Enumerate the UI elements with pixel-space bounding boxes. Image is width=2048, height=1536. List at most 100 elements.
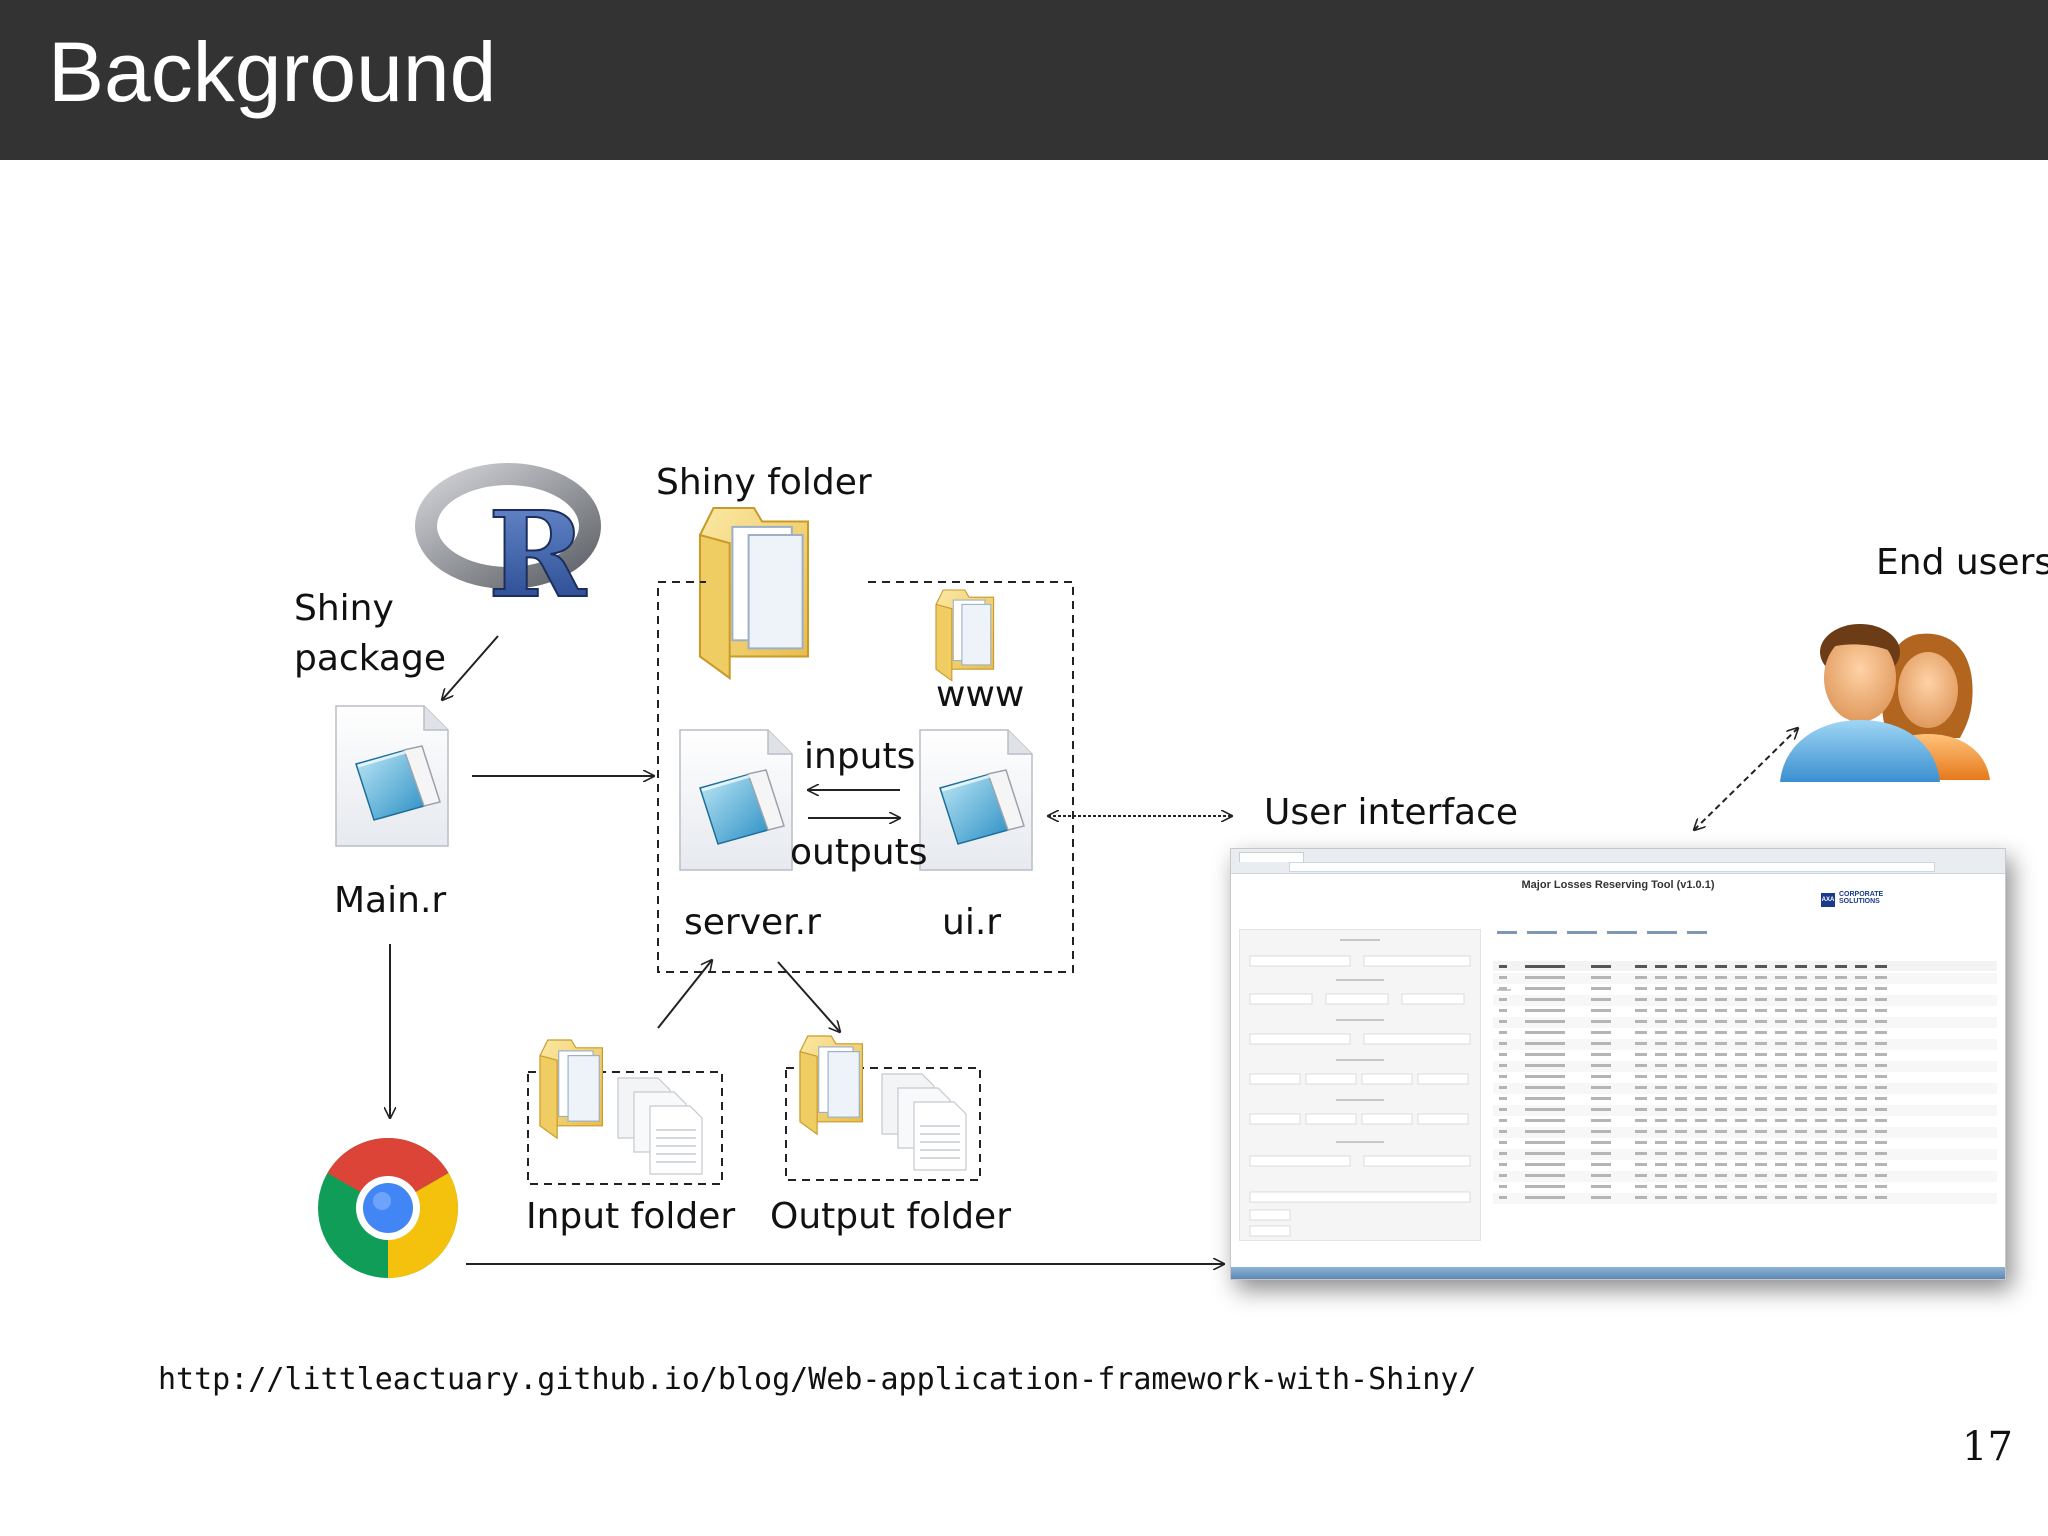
table-cell [1755, 965, 1767, 968]
table-cell [1525, 1185, 1565, 1188]
table-cell [1835, 1185, 1847, 1188]
table-cell [1635, 1064, 1647, 1067]
table-cell [1675, 1141, 1687, 1144]
table-cell [1875, 1075, 1887, 1078]
table-cell [1815, 1064, 1827, 1067]
table-cell [1835, 1042, 1847, 1045]
table-cell [1875, 1031, 1887, 1034]
table-cell [1855, 998, 1867, 1001]
table-cell [1815, 1097, 1827, 1100]
table-cell [1775, 1185, 1787, 1188]
page-number: 17 [1962, 1424, 2013, 1470]
table-cell [1635, 965, 1647, 968]
table-cell [1655, 1086, 1667, 1089]
table-cell [1875, 1141, 1887, 1144]
table-cell [1835, 1163, 1847, 1166]
table-cell [1855, 1064, 1867, 1067]
table-cell [1775, 1119, 1787, 1122]
table-cell [1755, 1042, 1767, 1045]
table-cell [1591, 1053, 1611, 1056]
table-cell [1775, 987, 1787, 990]
table-cell [1525, 1042, 1565, 1045]
table-cell [1735, 1196, 1747, 1199]
table-cell [1655, 976, 1667, 979]
table-cell [1715, 1031, 1727, 1034]
table-cell [1855, 1141, 1867, 1144]
table-cell [1735, 1152, 1747, 1155]
table-cell [1815, 1108, 1827, 1111]
table-cell [1655, 1009, 1667, 1012]
table-cell [1775, 1152, 1787, 1155]
table-cell [1855, 1196, 1867, 1199]
table-cell [1775, 1141, 1787, 1144]
table-cell [1815, 1185, 1827, 1188]
table-cell [1775, 1020, 1787, 1023]
table-cell [1715, 1174, 1727, 1177]
table-cell [1715, 1042, 1727, 1045]
table-cell [1735, 1031, 1747, 1034]
table-cell [1855, 1042, 1867, 1045]
label-ui-r: ui.r [942, 902, 1002, 943]
table-cell [1591, 1020, 1611, 1023]
table-cell [1525, 1075, 1565, 1078]
app-screenshot: Major Losses Reserving Tool (v1.0.1) AXA… [1230, 848, 2006, 1280]
table-cell [1499, 1064, 1507, 1067]
table-cell [1675, 1053, 1687, 1056]
table-cell [1695, 1053, 1707, 1056]
table-placeholder [1493, 931, 1997, 1204]
table-cell [1591, 1086, 1611, 1089]
table-cell [1695, 976, 1707, 979]
table-cell [1795, 1097, 1807, 1100]
table-cell [1855, 965, 1867, 968]
table-cell [1735, 1009, 1747, 1012]
table-cell [1795, 1130, 1807, 1133]
table-cell [1715, 1152, 1727, 1155]
table-cell [1499, 1152, 1507, 1155]
table-cell [1715, 1097, 1727, 1100]
table-cell [1525, 987, 1565, 990]
r-logo-icon: R [415, 463, 601, 625]
table-cell [1499, 1097, 1507, 1100]
ui-r-file-icon [918, 728, 1034, 872]
table-cell [1835, 1108, 1847, 1111]
table-cell [1499, 1141, 1507, 1144]
table-cell [1855, 1053, 1867, 1056]
table-cell [1525, 1020, 1565, 1023]
table-cell [1795, 1064, 1807, 1067]
table-cell [1525, 1108, 1565, 1111]
table-cell [1695, 987, 1707, 990]
table-cell [1675, 1075, 1687, 1078]
table-cell [1875, 1119, 1887, 1122]
table-cell [1875, 1163, 1887, 1166]
table-cell [1795, 1031, 1807, 1034]
table-cell [1525, 1064, 1565, 1067]
table-cell [1635, 1141, 1647, 1144]
table-cell [1735, 1086, 1747, 1089]
table-cell [1499, 1185, 1507, 1188]
table-cell [1795, 987, 1807, 990]
table-cell [1875, 1196, 1887, 1199]
table-cell [1835, 1009, 1847, 1012]
table-cell [1875, 1174, 1887, 1177]
table-cell [1735, 1020, 1747, 1023]
source-url[interactable]: http://littleactuary.github.io/blog/Web-… [158, 1362, 1477, 1397]
table-cell [1591, 1185, 1611, 1188]
table-cell [1735, 1163, 1747, 1166]
table-cell [1499, 987, 1507, 990]
table-cell [1855, 1097, 1867, 1100]
table-cell [1875, 1097, 1887, 1100]
table-cell [1635, 1152, 1647, 1155]
table-cell [1775, 1097, 1787, 1100]
table-cell [1695, 1064, 1707, 1067]
table-cell [1635, 1163, 1647, 1166]
table-cell [1675, 1064, 1687, 1067]
table-cell [1755, 1086, 1767, 1089]
table-cell [1815, 1130, 1827, 1133]
table-cell [1735, 1141, 1747, 1144]
table-cell [1795, 1075, 1807, 1078]
table-cell [1735, 1075, 1747, 1078]
table-cell [1695, 1141, 1707, 1144]
table-cell [1675, 1130, 1687, 1133]
table-cell [1855, 1119, 1867, 1122]
